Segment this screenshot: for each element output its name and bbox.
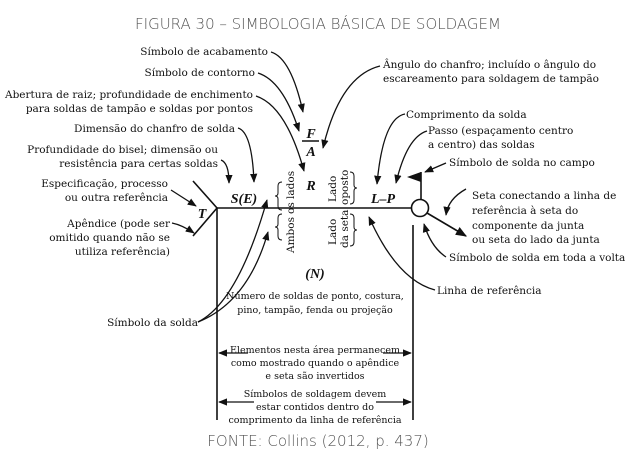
arrow-side-b: da seta <box>339 210 351 248</box>
label-pitch-2: a centro) das soldas <box>428 139 535 151</box>
brace-opposite <box>349 171 358 205</box>
right-labels: Ângulo do chanfro; incluído o ângulo do … <box>382 57 625 297</box>
both-sides-a: Ambos <box>285 217 297 254</box>
label-angle-1: Ângulo do chanfro; incluído o ângulo do <box>382 57 596 71</box>
symbol-t: T <box>198 207 208 222</box>
label-tail-2: omitido quando não se <box>49 232 170 244</box>
note-elements-1: Elementos nesta área permanecem <box>230 345 400 356</box>
arrow-line <box>426 212 467 237</box>
figure-title: FIGURA 30 – SIMBOLOGIA BÁSICA DE SOLDAGE… <box>135 14 501 33</box>
both-sides-b: os lados <box>285 171 297 214</box>
bottom-notes: Número de soldas de ponto, costura, pino… <box>226 291 404 426</box>
brace-both-top <box>274 181 283 211</box>
note-elements-3: e seta são invertidos <box>265 371 364 382</box>
opposite-b: oposto <box>339 170 351 205</box>
symbol-lp: L–P <box>370 192 396 207</box>
label-depth-2: resistência para certas soldas <box>59 158 218 170</box>
label-depth-1: Profundidade do bisel; dimensão ou <box>27 144 218 156</box>
label-root-1: Abertura de raiz; profundidade de enchim… <box>4 89 253 101</box>
symbol-a: A <box>305 145 315 160</box>
label-all-around: Símbolo de solda em toda a volta <box>449 252 625 264</box>
note-number-2: pino, tampão, fenda ou projeção <box>237 305 393 316</box>
note-symbols-2: estar contidos dentro do <box>256 402 374 413</box>
arrow-side-a: Lado <box>327 219 339 245</box>
brace-arrow-side <box>349 213 358 247</box>
opposite-a: Lado <box>327 176 339 202</box>
symbol-r: R <box>305 179 315 194</box>
reference-structure <box>192 140 467 420</box>
all-around-circle <box>410 198 430 218</box>
label-arrow-4: ou seta do lado da junta <box>472 234 600 246</box>
note-elements-2: como mostrado quando o apêndice <box>231 358 400 369</box>
side-labels: Ambos os lados Lado oposto Lado da seta <box>285 170 351 254</box>
brace-both-bottom <box>274 213 283 241</box>
label-reference-line: Linha de referência <box>437 285 542 297</box>
label-tail-3: utiliza referência) <box>75 246 170 258</box>
symbol-se: S(E) <box>231 192 257 207</box>
field-flag-icon <box>407 172 421 182</box>
label-arrow-2: referência à seta do <box>472 205 578 217</box>
figure-source: FONTE: Collins (2012, p. 437) <box>207 432 428 450</box>
label-arrow-1: Seta conectando a linha de <box>472 190 616 202</box>
note-number-1: Número de soldas de ponto, costura, <box>226 291 404 302</box>
label-pitch-1: Passo (espaçamento centro <box>428 125 573 137</box>
label-arrow-3: componente da junta <box>472 220 584 232</box>
label-root-2: para soldas de tampão e soldas por ponto… <box>26 103 253 115</box>
label-spec-1: Especificação, processo <box>41 178 168 190</box>
symbol-n: (N) <box>305 267 324 282</box>
leader-arrows <box>170 51 467 406</box>
left-labels: Símbolo de acabamento Símbolo de contorn… <box>4 46 268 329</box>
label-angle-2: escareamento para soldagem de tampão <box>383 73 599 85</box>
label-spec-2: ou outra referência <box>65 192 168 204</box>
label-weld-symbol: Símbolo da solda <box>107 317 198 329</box>
label-length: Comprimento da solda <box>406 109 527 121</box>
label-finish: Símbolo de acabamento <box>140 46 268 58</box>
label-groove-size: Dimensão do chanfro de solda <box>74 123 235 135</box>
symbol-f: F <box>305 127 316 142</box>
label-tail-1: Apêndice (pode ser <box>66 218 171 230</box>
label-contour: Símbolo de contorno <box>145 67 255 79</box>
label-field-weld: Símbolo de solda no campo <box>449 157 595 169</box>
note-symbols-3: comprimento da linha de referência <box>228 415 401 426</box>
note-symbols-1: Símbolos de soldagem devem <box>244 389 387 400</box>
